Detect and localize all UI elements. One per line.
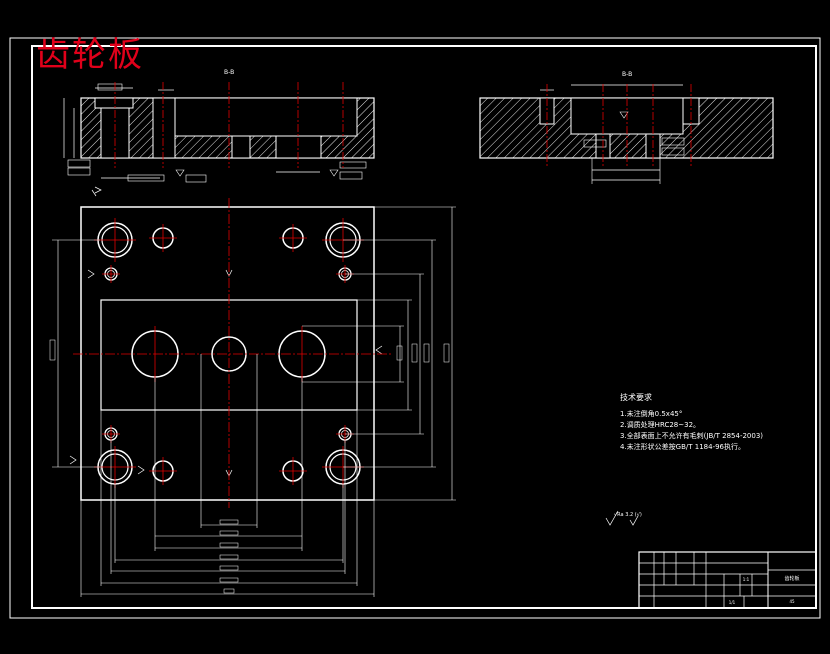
tech-requirement-item: 3.全部表面上不允许有毛刺(JB/T 2854-2003) (620, 432, 764, 440)
title-block (638, 551, 817, 609)
title-block-material: 45 (789, 599, 795, 604)
plan-view (49, 189, 456, 597)
section-view-left (63, 82, 375, 194)
drawing-title: 齿轮板 (36, 35, 144, 75)
section-label-left: B-B (224, 69, 234, 76)
tech-requirement-item: 2.调质处理HRC28~32。 (620, 421, 701, 429)
technical-requirements: 技术要求 1.未注倒角0.5x45° 2.调质处理HRC28~32。 3.全部表… (620, 392, 763, 453)
section-view-right (479, 84, 774, 184)
roughness-note: √Ra 3.2 (√) (614, 512, 642, 518)
title-block-scale: 1:1 (743, 577, 750, 582)
inner-border (31, 45, 817, 609)
section-label-right: B-B (622, 71, 632, 78)
roughness-symbol (605, 510, 639, 526)
tech-requirements-heading: 技术要求 (620, 393, 652, 402)
title-block-sheet: 1/1 (729, 600, 736, 605)
tech-requirement-item: 1.未注倒角0.5x45° (620, 410, 683, 418)
title-block-drawing-name: 齿轮板 (784, 575, 799, 582)
tech-requirement-item: 4.未注形状公差按GB/T 1184-96执行。 (620, 443, 746, 451)
outer-border (9, 37, 821, 619)
